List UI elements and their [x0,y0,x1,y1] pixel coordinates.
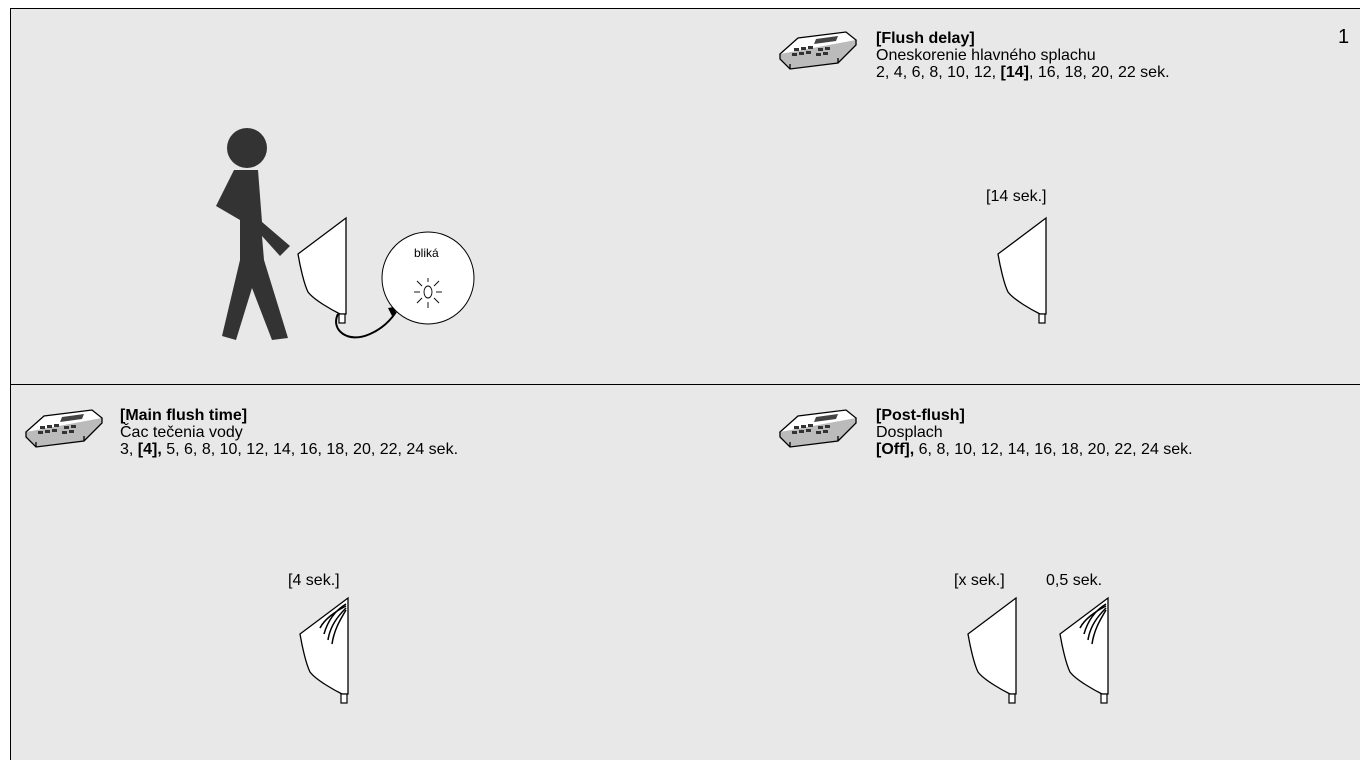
remote-control-icon [25,409,103,448]
post-flush-text: [Post-flush] Dosplach [Off], 6, 8, 10, 1… [876,407,1193,458]
main-flush-subtitle: Čac tečenia vody [120,424,243,441]
page-number: 1 [1338,26,1350,48]
flush-delay-options: 2, 4, 6, 8, 10, 12, [14], 16, 18, 20, 22… [876,64,1170,81]
main-flush-figure-label: [4 sek.] [288,572,340,589]
urinal-icon [299,597,349,704]
post-flush-options: [Off], 6, 8, 10, 12, 14, 16, 18, 20, 22,… [876,441,1193,458]
urinal-icon [997,217,1047,324]
post-flush-title: [Post-flush] [876,407,965,424]
post-flush-subtitle: Dosplach [876,424,943,441]
remote-control-icon [779,31,857,70]
section-divider [10,384,1360,385]
post-flush-figure-label-1: [x sek.] [954,572,1005,589]
flush-delay-subtitle: Oneskorenie hlavného splachu [876,47,1096,64]
main-flush-options: 3, [4], 5, 6, 8, 10, 12, 14, 16, 18, 20,… [120,441,459,458]
flush-delay-figure-label: [14 sek.] [986,188,1047,205]
remote-control-icon [779,409,857,448]
main-flush-text: [Main flush time] Čac tečenia vody 3, [4… [120,407,458,458]
person-icon [216,128,290,340]
blink-label: bliká [414,246,439,260]
flush-delay-title: [Flush delay] [876,30,975,47]
urinal-icon [1059,597,1109,704]
main-flush-title: [Main flush time] [120,407,248,424]
flush-delay-text: [Flush delay] Oneskorenie hlavného splac… [876,30,1170,81]
blinking-light-icon [381,231,475,325]
post-flush-figure-label-2: 0,5 sek. [1046,572,1103,589]
urinal-icon [967,597,1017,704]
